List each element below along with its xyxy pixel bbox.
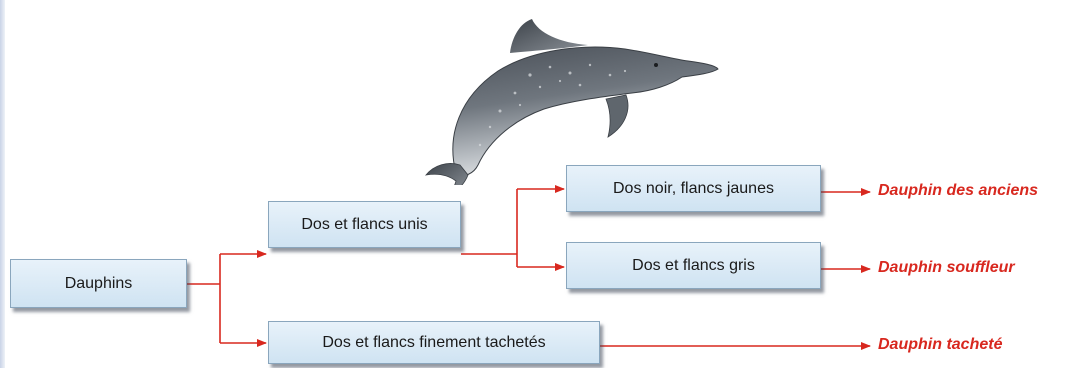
- box-plain: Dos et flancs unis: [268, 201, 461, 248]
- box-plain-label: Dos et flancs unis: [301, 216, 427, 234]
- box-black-yellow: Dos noir, flancs jaunes: [566, 165, 821, 212]
- box-dauphins-label: Dauphins: [65, 275, 133, 293]
- result-ancients: Dauphin des anciens: [878, 182, 1038, 200]
- box-black-yellow-label: Dos noir, flancs jaunes: [613, 180, 774, 198]
- box-grey: Dos et flancs gris: [566, 242, 821, 289]
- result-spotted: Dauphin tacheté: [878, 336, 1002, 354]
- box-spotted: Dos et flancs finement tachetés: [268, 321, 600, 364]
- box-spotted-label: Dos et flancs finement tachetés: [322, 334, 545, 352]
- box-dauphins: Dauphins: [10, 259, 187, 308]
- result-blower: Dauphin souffleur: [878, 259, 1015, 277]
- box-grey-label: Dos et flancs gris: [632, 257, 755, 275]
